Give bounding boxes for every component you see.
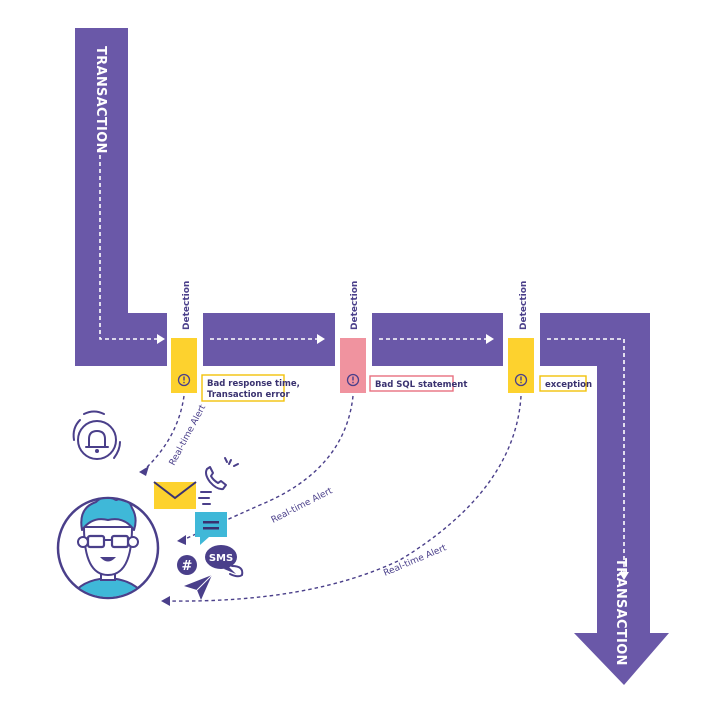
user-avatar xyxy=(56,496,160,600)
hashtag-label: # xyxy=(182,559,193,574)
detection-2: Detection Bad SQL statement xyxy=(340,281,467,393)
detection-3-callout xyxy=(539,375,587,392)
detection-1-sensor xyxy=(171,338,197,393)
detection-2-message: Bad SQL statement xyxy=(375,380,467,390)
sms-icon: SMS xyxy=(205,545,244,578)
hashtag-icon: # xyxy=(177,555,197,575)
alert-paths: Real-time Alert Real-time Alert Real-tim… xyxy=(139,395,522,606)
detection-3-label: Detection xyxy=(519,281,529,330)
alert-label-1: Real-time Alert xyxy=(168,403,209,468)
detection-1: Detection Bad response time, Transaction… xyxy=(171,281,300,402)
transaction-flow xyxy=(99,148,629,580)
warning-icon xyxy=(514,373,528,387)
transaction-pipe xyxy=(75,28,669,685)
detection-2-callout xyxy=(369,375,454,392)
sms-label: SMS xyxy=(209,553,233,564)
alert-arrow-1 xyxy=(139,466,149,476)
flow-arrow-3 xyxy=(486,334,494,344)
warning-icon-mark xyxy=(183,376,185,381)
detection-2-sensor xyxy=(340,338,366,393)
bell-icon xyxy=(72,410,121,460)
transaction-out-label: TRANSACTION xyxy=(613,558,628,666)
warning-icon xyxy=(346,373,360,387)
warning-icon-dot xyxy=(352,381,354,384)
email-icon xyxy=(153,481,212,509)
flow-line-vertical xyxy=(99,148,158,340)
warning-icon-dot xyxy=(183,381,185,384)
alert-arrow-2 xyxy=(177,535,186,545)
detection-3-message: exception xyxy=(545,380,592,390)
transaction-in-label: TRANSACTION xyxy=(93,46,108,154)
warning-icon xyxy=(177,373,191,387)
paper-plane-icon xyxy=(184,574,213,600)
warning-icon-dot xyxy=(520,381,522,384)
warning-icon-mark xyxy=(520,376,522,381)
detection-1-message-line1: Bad response time, xyxy=(207,379,300,389)
phone-icon xyxy=(205,457,239,491)
detection-1-callout xyxy=(201,374,285,402)
alert-path-3 xyxy=(167,395,522,602)
flow-line-exit xyxy=(547,338,625,573)
detection-1-label: Detection xyxy=(182,281,192,330)
alert-path-1 xyxy=(143,395,185,471)
flow-arrow-1 xyxy=(157,334,165,344)
detection-1-message-line2: Transaction error xyxy=(207,390,290,400)
alert-label-2: Real-time Alert xyxy=(270,486,335,526)
flow-arrow-exit xyxy=(619,572,629,580)
pipe-exit-segment xyxy=(540,313,669,685)
flow-arrow-2 xyxy=(317,334,325,344)
detection-3-sensor xyxy=(508,338,534,393)
detection-2-label: Detection xyxy=(350,281,360,330)
warning-icon-mark xyxy=(352,376,354,381)
pipe-entry-segment xyxy=(75,28,167,366)
chat-icon xyxy=(195,512,227,545)
alert-arrow-3 xyxy=(161,596,170,606)
alert-label-3: Real-time Alert xyxy=(382,543,448,579)
detection-3: Detection exception xyxy=(508,281,592,393)
